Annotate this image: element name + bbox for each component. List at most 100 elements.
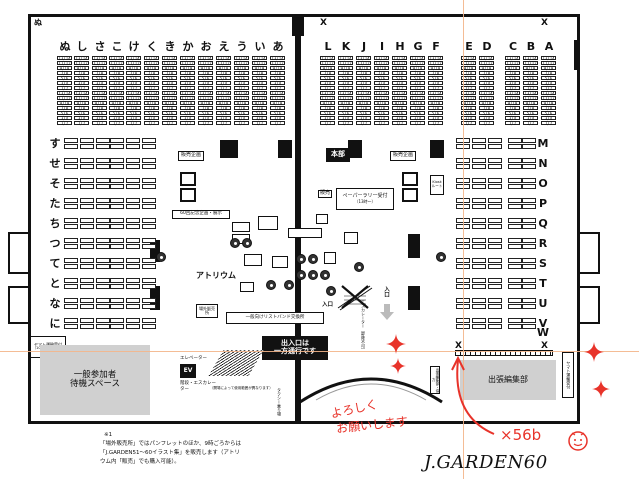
booth-cell: 7/8 (338, 71, 353, 76)
booth-cell (488, 238, 502, 243)
booth-cell: 7/8 (410, 71, 425, 76)
booth-cell: 3/4 (92, 116, 107, 121)
venue-sales-right: 販売企画 (390, 151, 416, 161)
booth-cell (80, 244, 94, 249)
row-label: S (539, 257, 547, 270)
booth-cell (64, 258, 78, 263)
booth-cell: 11/12 (392, 96, 407, 101)
booth-cell: 9/10 (270, 101, 285, 106)
center-stand-3 (258, 216, 278, 230)
booth-cell: 5/6 (180, 111, 195, 116)
booth-cell (508, 264, 522, 269)
booth-cell (522, 278, 536, 283)
booth-cell: 9/10 (216, 101, 231, 106)
booth-cell: 13/14 (541, 56, 556, 61)
booth-cell: 13/14 (180, 56, 195, 61)
booth-cell (110, 198, 124, 203)
booth-cell (488, 324, 502, 329)
pillar-right-2 (430, 140, 444, 158)
booth-cell: 5/6 (126, 76, 141, 81)
booth-cell: 9/10 (92, 66, 107, 71)
row-label: M (537, 137, 549, 150)
row-label: J (361, 40, 367, 53)
row-label: な (49, 297, 61, 310)
center-wall-top (292, 14, 304, 36)
booth-cell (142, 158, 156, 163)
left-bump-1 (8, 232, 30, 274)
booth-cell: 9/10 (479, 101, 494, 106)
guide-line-v (463, 0, 464, 479)
booth-cell (126, 164, 140, 169)
booth-cell: 1/2 (216, 86, 231, 91)
booth-cell: 5/6 (92, 76, 107, 81)
booth-cell: 9/10 (180, 66, 195, 71)
booth-cell: 3/4 (270, 116, 285, 121)
booth-cell: 13/14 (356, 91, 371, 96)
booth-cell (126, 304, 140, 309)
booth-cell (488, 138, 502, 143)
booth-cell (488, 178, 502, 183)
booth-cell (126, 178, 140, 183)
booth-cell: 3/4 (461, 81, 476, 86)
booth-cell: 5/6 (338, 111, 353, 116)
right-hall (298, 14, 580, 424)
booth-cell: 1/2 (109, 86, 124, 91)
booth-cell: 1/2 (109, 121, 124, 126)
booth-cell: 7/8 (461, 106, 476, 111)
handwritten-booth-count: ×56b (500, 426, 542, 444)
booth-cell (110, 178, 124, 183)
booth-cell (522, 204, 536, 209)
booth-cell: 9/10 (374, 66, 389, 71)
sparkle-icon (584, 342, 604, 362)
row-label: O (538, 177, 548, 190)
booth-cell: 3/4 (144, 116, 159, 121)
booth-cell: 9/10 (57, 66, 72, 71)
corner-marker: X (541, 341, 548, 351)
gift-right-1 (402, 172, 418, 186)
booth-cell (488, 218, 502, 223)
booth-cell: 11/12 (270, 61, 285, 66)
seat-marker (266, 280, 276, 290)
booth-cell (126, 258, 140, 263)
booth-cell: 9/10 (252, 101, 267, 106)
seat-marker (296, 254, 306, 264)
booth-cell (96, 138, 110, 143)
one-way-line-1: 出入口は (281, 339, 309, 348)
venue-sales-left: 販売企画 (178, 151, 204, 161)
booth-cell (96, 324, 110, 329)
booth-cell: 9/10 (180, 101, 195, 106)
booth-cell: 9/10 (198, 101, 213, 106)
booth-cell: 7/8 (270, 106, 285, 111)
booth-cell (64, 298, 78, 303)
booth-cell (126, 298, 140, 303)
booth-cell: 1/2 (392, 86, 407, 91)
booth-cell (64, 244, 78, 249)
booth-cell: 5/6 (479, 76, 494, 81)
booth-cell: 11/12 (126, 96, 141, 101)
booth-cell (64, 164, 78, 169)
booth-cell: 7/8 (392, 106, 407, 111)
pillar-right-3 (574, 40, 580, 70)
booth-cell (472, 318, 486, 323)
booth-cell: 13/14 (74, 56, 89, 61)
booth-cell (522, 238, 536, 243)
row-label: せ (49, 157, 61, 170)
booth-cell: 11/12 (338, 61, 353, 66)
booth-cell (142, 324, 156, 329)
booth-cell: 7/8 (57, 71, 72, 76)
booth-cell (64, 198, 78, 203)
booth-cell: 3/4 (109, 81, 124, 86)
sales-booth: 販売 (318, 190, 332, 198)
booth-cell (96, 224, 110, 229)
booth-cell: 7/8 (320, 106, 335, 111)
booth-cell (96, 278, 110, 283)
booth-cell (488, 224, 502, 229)
booth-cell: 9/10 (461, 101, 476, 106)
booth-cell: 11/12 (320, 61, 335, 66)
smiley-doodle-icon (568, 431, 588, 451)
booth-cell (522, 184, 536, 189)
booth-cell (472, 298, 486, 303)
row-label: P (538, 197, 548, 210)
booth-cell: 9/10 (392, 66, 407, 71)
